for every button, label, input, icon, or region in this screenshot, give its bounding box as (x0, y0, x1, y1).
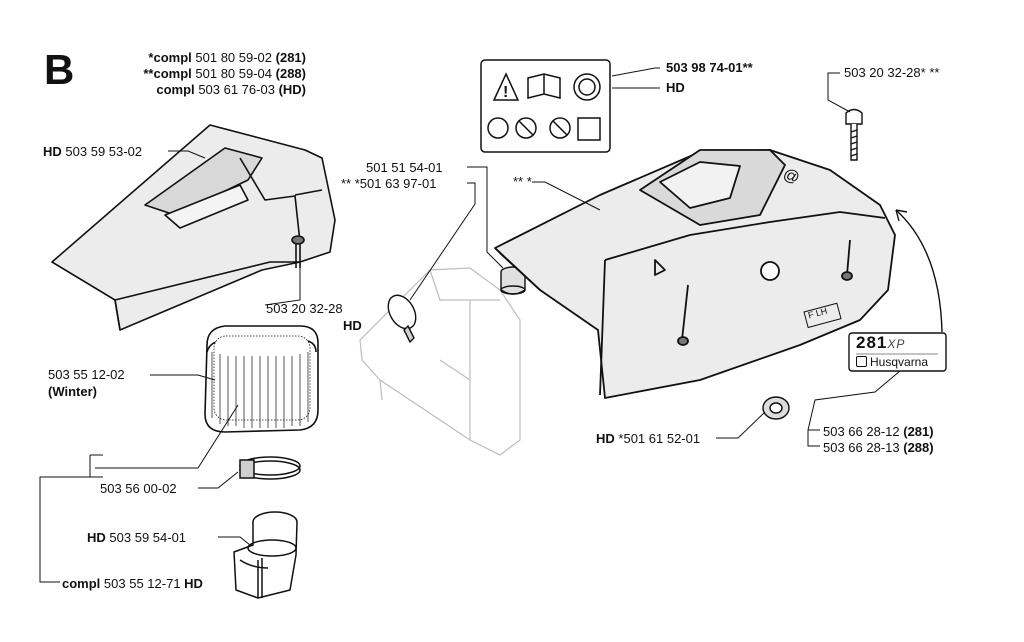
grommet (762, 396, 790, 420)
label-grommet: HD *501 61 52-01 (596, 431, 700, 446)
emblem-badge (848, 332, 947, 372)
hose-clamp (239, 456, 301, 480)
label-decal-tag: HD (666, 80, 685, 95)
header-line-2-model: (288) (275, 66, 306, 81)
label-plug-b-number: 501 63 97-01 (359, 176, 437, 191)
air-filter (204, 325, 319, 433)
label-hd-adapter-number: 503 59 54-01 (109, 530, 187, 545)
emblem-model-number: 281 (856, 333, 888, 352)
label-decal: 503 98 74-01** (666, 60, 753, 75)
label-emblem-288-number: 503 66 28-13 (823, 440, 900, 455)
cylinder-cover: @ (494, 149, 896, 399)
cover-mark-box (803, 302, 842, 329)
label-emblem-288-model: (288) (903, 440, 934, 455)
label-screw-right-number: 503 20 32-28* (844, 65, 926, 80)
label-hd-adapter: HD 503 59 54-01 (87, 530, 186, 545)
label-hd-adapter-tag: HD (87, 530, 106, 545)
header-line-3-prefix: compl (156, 82, 195, 97)
label-plug-b: ** *501 63 97-01 (341, 176, 436, 191)
section-letter: B (44, 46, 75, 93)
label-compl-kit: compl 503 55 12-71 HD (62, 576, 203, 591)
label-compl-kit-number: 503 55 12-71 (103, 576, 181, 591)
label-emblem-281: 503 66 28-12 (281) (823, 424, 934, 439)
label-grommet-number: *501 61 52-01 (618, 431, 701, 446)
bulb-plug (387, 294, 417, 344)
header-line-1-model: (281) (275, 50, 306, 65)
husqvarna-logo-icon (856, 356, 867, 367)
header-line-2: **compl 501 80 59-04 (288) (143, 66, 306, 81)
header-line-3: compl 503 61 76-03 (HD) (156, 82, 306, 97)
label-grommet-tag: HD (596, 431, 615, 446)
hd-filter-cover (51, 124, 336, 331)
label-air-filter-number: 503 55 12-02 (48, 367, 125, 382)
ghost-housing (359, 267, 521, 456)
header-line-1: *compl 501 80 59-02 (281) (148, 50, 306, 65)
header-line-1-number: 501 80 59-02 (195, 50, 273, 65)
label-screw-right-stars: ** (929, 65, 940, 80)
header-line-3-number: 503 61 76-03 (198, 82, 275, 97)
emblem-brand: Husqvarna (856, 355, 928, 370)
emblem-model-suffix: XP (887, 337, 906, 351)
label-decal-stars: ** (742, 60, 753, 75)
svg-text:@: @ (781, 166, 802, 188)
label-air-filter-note: (Winter) (48, 384, 97, 399)
label-decal-number: 503 98 74-01 (666, 60, 743, 75)
warning-decal: ! (480, 59, 611, 153)
header-line-3-model: (HD) (278, 82, 306, 97)
label-hd-filter-cover-number: 503 59 53-02 (65, 144, 143, 159)
label-emblem-281-number: 503 66 28-12 (823, 424, 900, 439)
header-line-2-prefix: **compl (143, 66, 192, 81)
label-screw-left-tag: HD (343, 318, 362, 333)
label-screw-right: 503 20 32-28* ** (844, 65, 939, 80)
header-line-1-prefix: *compl (148, 50, 192, 65)
label-hd-filter-cover: HD 503 59 53-02 (43, 144, 142, 159)
cover-screw (845, 108, 863, 161)
label-clamp: 503 56 00-02 (100, 481, 177, 496)
svg-text:!: ! (503, 84, 508, 101)
emblem-brand-name: Husqvarna (870, 355, 929, 369)
label-compl-kit-prefix: compl (62, 576, 101, 591)
assembly-arrow (895, 209, 943, 333)
label-compl-kit-tag: HD (184, 576, 203, 591)
label-screw-left-number: 503 20 32-28 (266, 301, 343, 316)
label-plug-a: 501 51 54-01 (366, 160, 443, 175)
leader-lines (39, 67, 901, 583)
emblem-model: 281XP (856, 333, 906, 352)
header-line-2-number: 501 80 59-04 (195, 66, 273, 81)
label-emblem-281-model: (281) (903, 424, 934, 439)
label-hd-filter-cover-tag: HD (43, 144, 62, 159)
label-cover-marker: ** * (513, 174, 532, 189)
label-emblem-288: 503 66 28-13 (288) (823, 440, 934, 455)
hd-adapter (233, 511, 298, 599)
label-plug-b-stars: ** * (341, 176, 360, 191)
